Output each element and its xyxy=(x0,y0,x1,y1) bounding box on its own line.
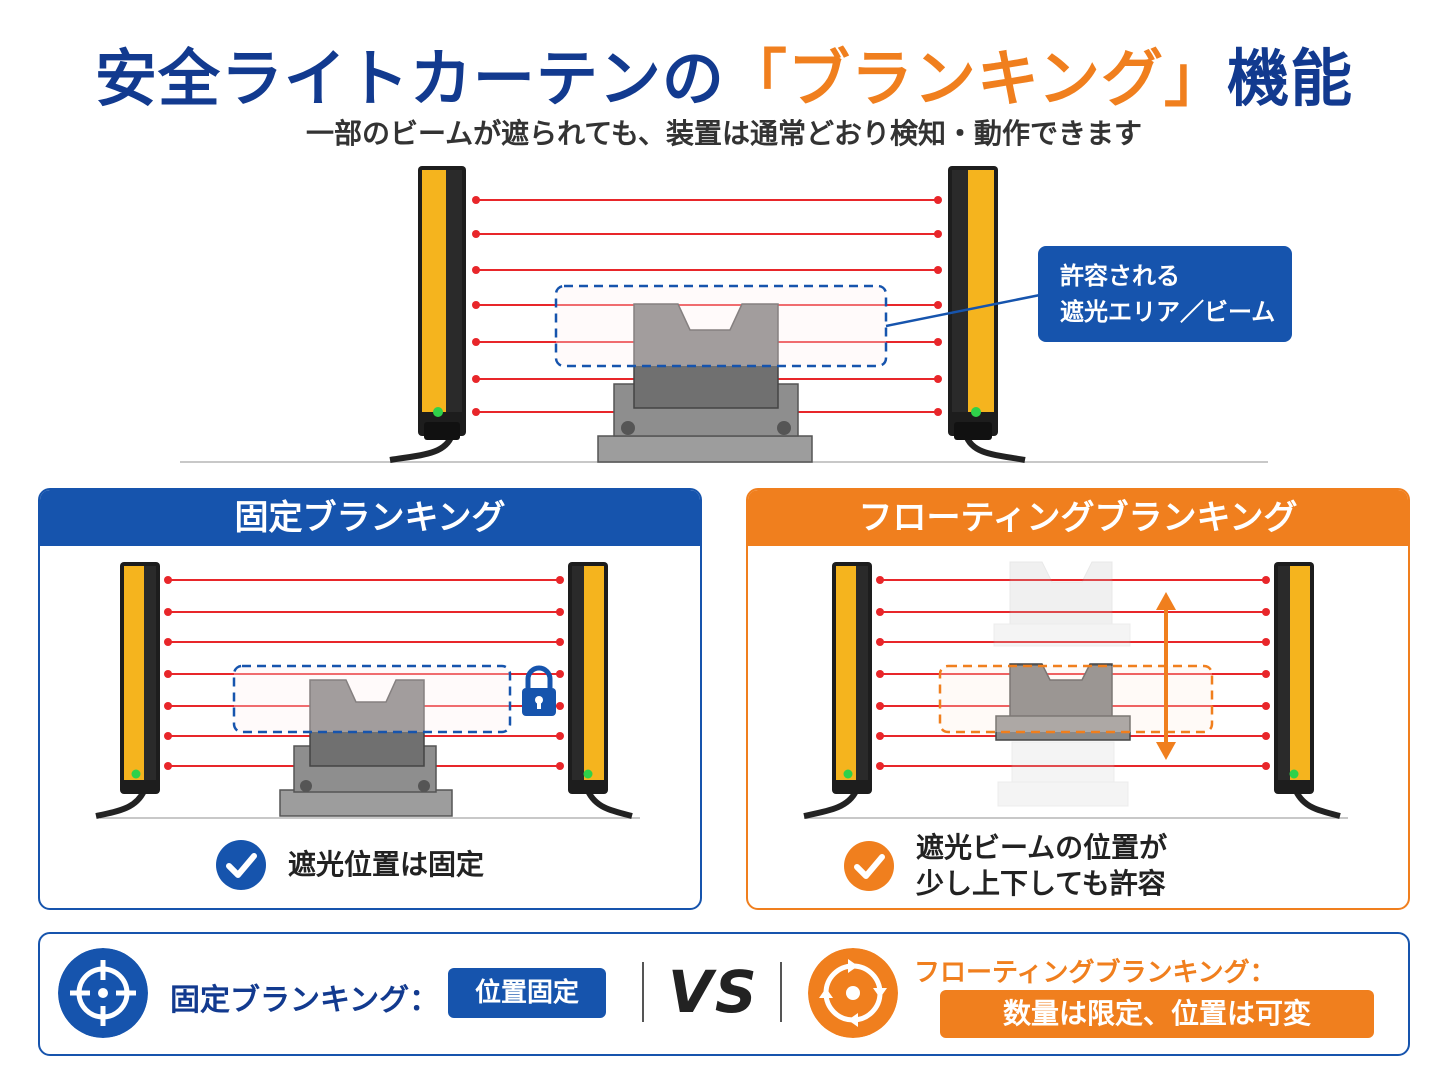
indicator-light xyxy=(971,407,981,417)
check-icon xyxy=(844,841,894,891)
emitter-unit xyxy=(389,166,466,463)
beam-node xyxy=(164,576,172,584)
page-title: 安全ライトカーテンの「ブランキング」機能 xyxy=(0,28,1448,118)
beam-node xyxy=(1262,576,1270,584)
blanking-zone xyxy=(554,284,888,368)
beam-node xyxy=(1262,702,1270,710)
beam-node xyxy=(472,196,480,204)
beam-node xyxy=(1262,732,1270,740)
callout-leader xyxy=(885,293,1041,328)
beam-node xyxy=(164,638,172,646)
emitter-unit xyxy=(803,562,872,819)
beam-node xyxy=(164,762,172,770)
beam-node xyxy=(556,732,564,740)
receiver-unit xyxy=(568,562,633,819)
beam-node xyxy=(934,408,942,416)
beam-node xyxy=(556,762,564,770)
up-down-arrow-icon xyxy=(1156,592,1176,760)
beam-node xyxy=(1262,762,1270,770)
beam-node xyxy=(934,375,942,383)
beam-node xyxy=(876,608,884,616)
blanking-zone xyxy=(938,664,1214,734)
beam-node xyxy=(556,702,564,710)
beam-node xyxy=(1262,608,1270,616)
beam-node xyxy=(876,702,884,710)
fixed-blanking-panel: 固定ブランキング xyxy=(38,488,702,910)
divider-left xyxy=(642,962,644,1022)
machine-object xyxy=(279,679,453,817)
beam-node xyxy=(876,576,884,584)
beam-node xyxy=(472,301,480,309)
beam-node xyxy=(472,375,480,383)
comparison-right-label: フローティングブランキング： xyxy=(914,958,1276,988)
beam-node xyxy=(556,638,564,646)
floating-note-text: 遮光ビームの位置が 少し上下しても許容 xyxy=(916,830,1167,902)
fixed-blanking-illustration xyxy=(95,562,640,819)
fixed-note-text: 遮光位置は固定 xyxy=(288,848,485,881)
floating-note-line2: 少し上下しても許容 xyxy=(916,867,1166,900)
beam-node xyxy=(1262,638,1270,646)
machine-object xyxy=(597,303,813,463)
floating-note: 遮光ビームの位置が 少し上下しても許容 xyxy=(844,830,1167,902)
beam-node xyxy=(164,702,172,710)
beam-node xyxy=(472,408,480,416)
emitter-unit xyxy=(95,562,160,819)
title-suffix: 機能 xyxy=(1227,42,1354,115)
fixed-panel-title: 固定ブランキング xyxy=(40,490,700,546)
blanking-zone xyxy=(232,664,512,734)
page-subtitle: 一部のビームが遮られても、装置は通常どおり検知・動作できます xyxy=(305,117,1143,150)
beam-node xyxy=(164,732,172,740)
vs-label: VS xyxy=(668,958,759,1026)
receiver-unit xyxy=(948,166,1026,463)
divider-right xyxy=(780,962,782,1022)
beam-node xyxy=(876,638,884,646)
floating-blanking-illustration xyxy=(803,561,1348,819)
ghost-object-lower xyxy=(997,741,1129,807)
ghost-object-upper xyxy=(993,561,1131,647)
beam-node xyxy=(876,670,884,678)
beam-node xyxy=(556,576,564,584)
floating-blanking-panel: フローティングブランキング xyxy=(746,488,1410,910)
indicator-light xyxy=(433,407,443,417)
beam-node xyxy=(876,732,884,740)
top-light-curtain-illustration xyxy=(180,166,1268,463)
beam-node xyxy=(934,230,942,238)
lock-icon xyxy=(522,665,556,716)
floating-panel-title: フローティングブランキング xyxy=(748,490,1408,546)
machine-object xyxy=(995,663,1131,741)
beam-node xyxy=(472,230,480,238)
title-prefix: 安全ライトカーテンの xyxy=(94,42,725,115)
callout-allowed-area: 許容される 遮光エリア／ビーム xyxy=(1038,246,1292,342)
beam-node xyxy=(164,670,172,678)
callout-line1: 許容される xyxy=(1060,262,1180,290)
title-highlight: 「ブランキング」 xyxy=(724,42,1228,115)
fixed-note: 遮光位置は固定 xyxy=(216,840,484,890)
beam-node xyxy=(934,266,942,274)
beam-node xyxy=(472,338,480,346)
check-icon xyxy=(216,840,266,890)
beam-node xyxy=(472,266,480,274)
callout-line2: 遮光エリア／ビーム xyxy=(1060,298,1276,326)
beam-node xyxy=(934,338,942,346)
floating-note-line1: 遮光ビームの位置が xyxy=(916,831,1168,864)
beam-node xyxy=(876,762,884,770)
beam-node xyxy=(556,670,564,678)
beam-node xyxy=(934,196,942,204)
comparison-left-tag: 位置固定 xyxy=(448,968,606,1018)
beam-node xyxy=(1262,670,1270,678)
beam-node xyxy=(934,301,942,309)
comparison-left-label: 固定ブランキング： xyxy=(170,983,440,1018)
crosshair-icon xyxy=(58,948,148,1038)
comparison-right-tag: 数量は限定、位置は可変 xyxy=(940,990,1374,1038)
beam-node xyxy=(556,608,564,616)
receiver-unit xyxy=(1274,562,1341,819)
beam-node xyxy=(164,608,172,616)
rotate-arrows-icon xyxy=(808,948,898,1038)
